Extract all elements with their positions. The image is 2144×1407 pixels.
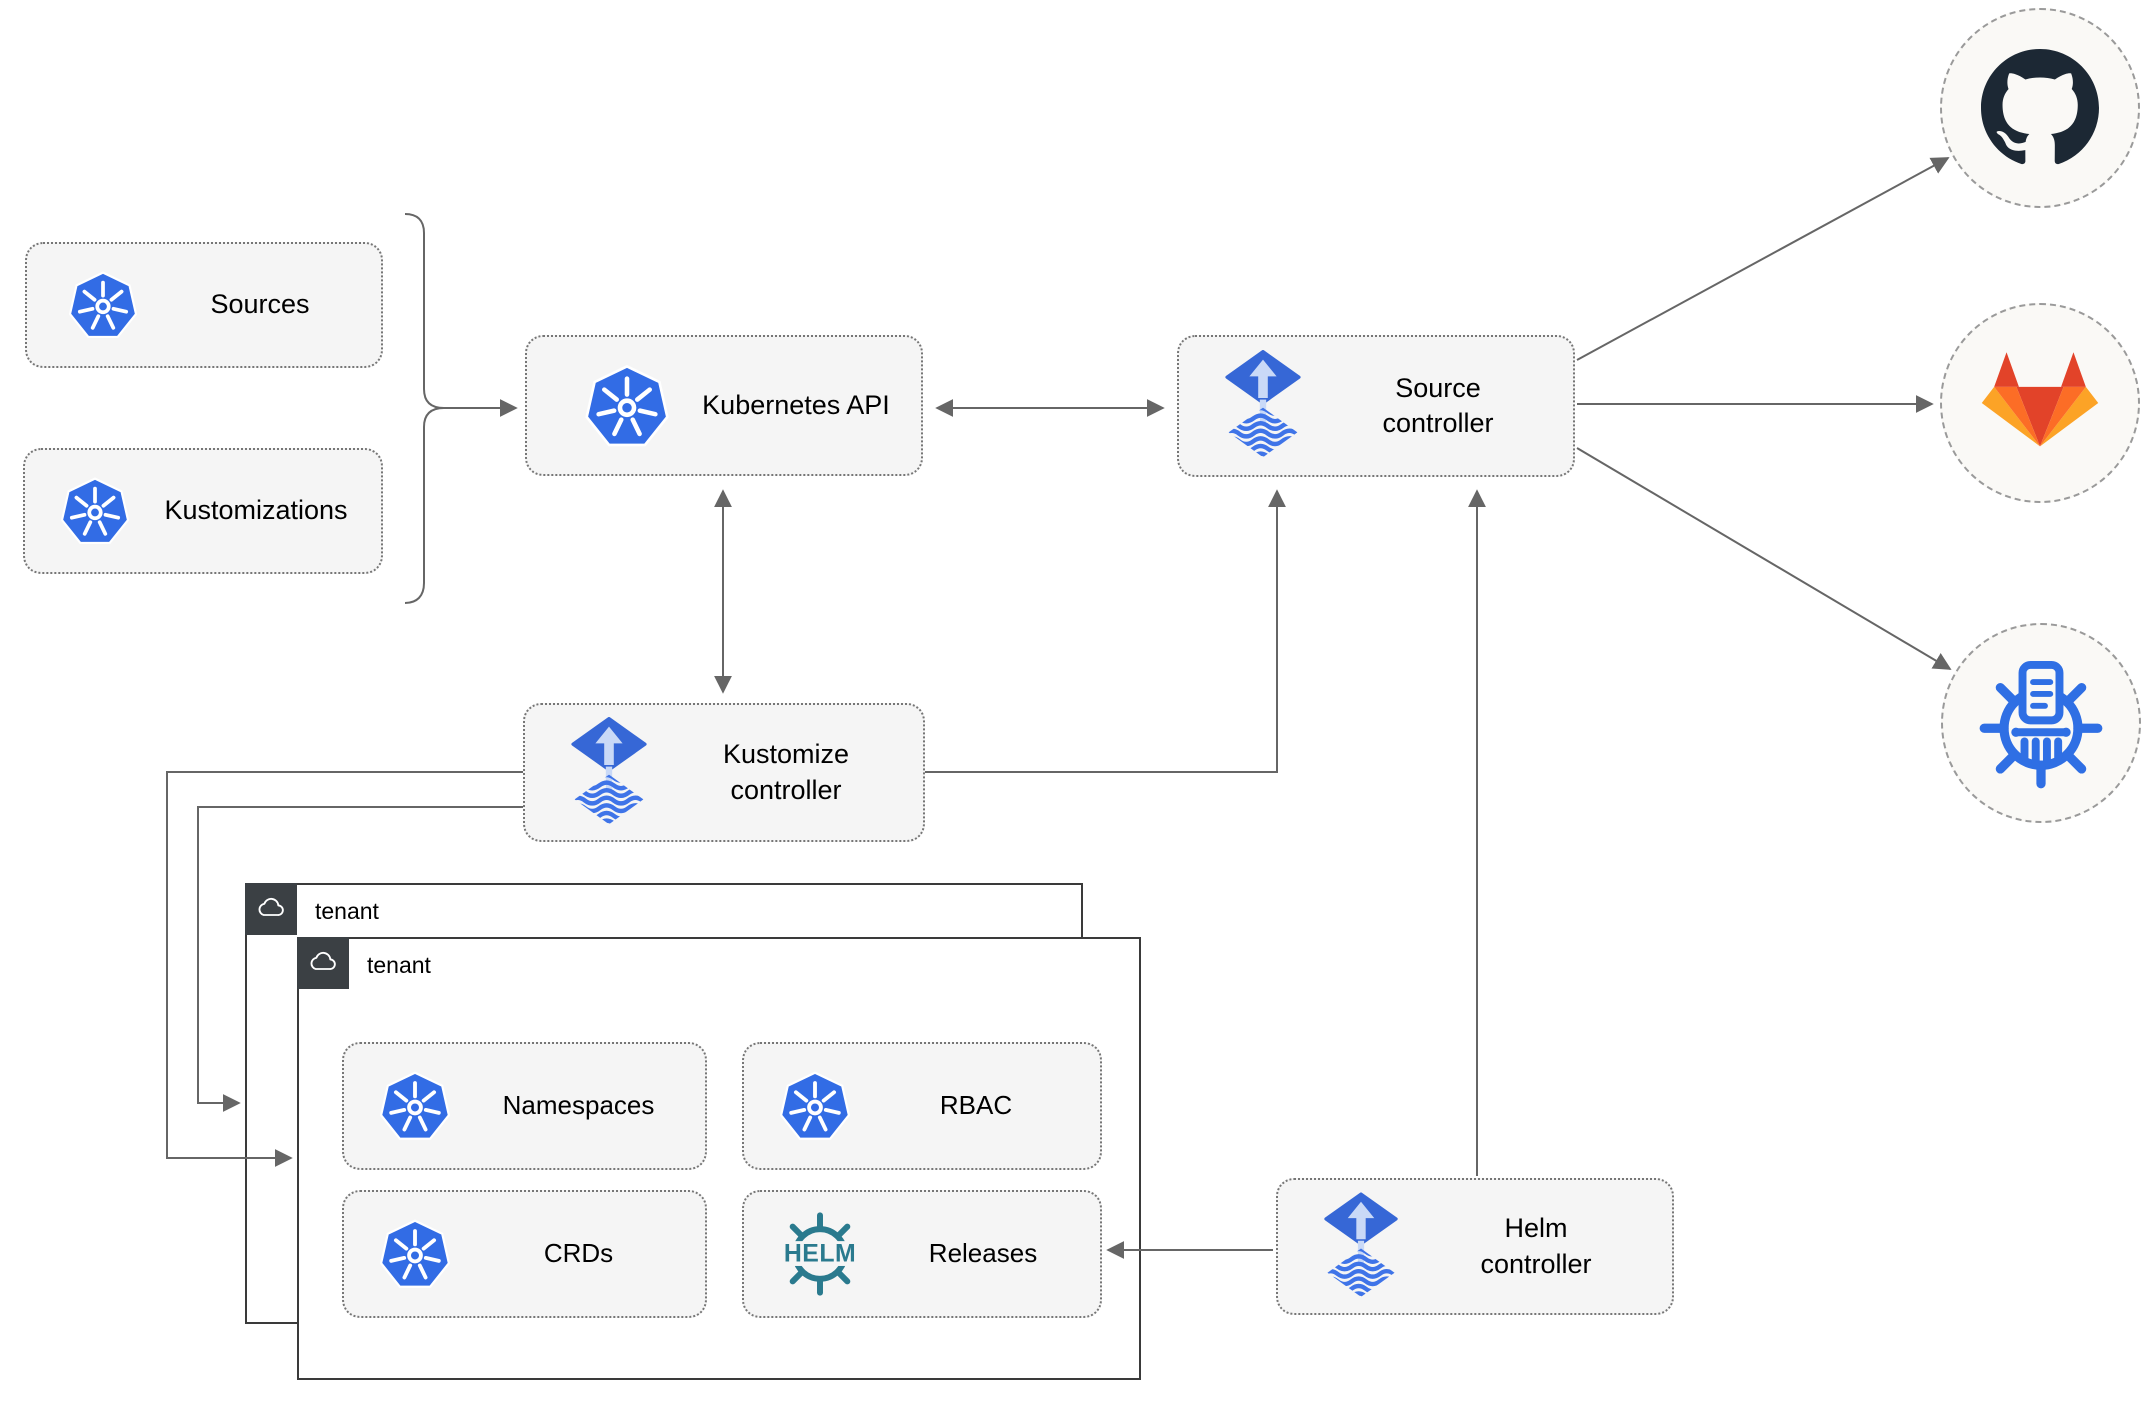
- helm-controller-label: Helm controller: [1400, 1211, 1672, 1281]
- kustomizations-node: Kustomizations: [23, 448, 383, 574]
- sources-label: Sources: [210, 289, 310, 320]
- kubernetes-icon: [378, 1217, 452, 1291]
- kubernetes-icon: [778, 1069, 852, 1143]
- helm-controller-line1: Helm: [1504, 1213, 1568, 1244]
- helm-chart-repository-endpoint: [1941, 623, 2141, 823]
- kustomize-controller-node: Kustomize controller: [523, 703, 925, 842]
- kubernetes-icon: [378, 1069, 452, 1143]
- tenant-inner-label: tenant: [367, 952, 431, 978]
- helm-icon: HELM: [774, 1208, 866, 1300]
- tenant-outer-label: tenant: [315, 898, 379, 924]
- group-brace: [404, 213, 445, 604]
- arrow-source-to-github: [1576, 157, 1950, 361]
- helm-controller-line2: controller: [1480, 1248, 1592, 1279]
- helm-controller-node: Helm controller: [1276, 1178, 1674, 1315]
- gitlab-endpoint: [1940, 303, 2140, 503]
- kubernetes-icon: [583, 362, 671, 450]
- source-controller-line1: Source: [1395, 372, 1481, 403]
- namespaces-node: Namespaces: [342, 1042, 707, 1170]
- github-endpoint: [1940, 8, 2140, 208]
- crds-node: CRDs: [342, 1190, 707, 1318]
- flux-icon: [1322, 1192, 1400, 1302]
- github-icon: [1981, 49, 2099, 165]
- kustomizations-label: Kustomizations: [164, 495, 348, 526]
- cloud-icon: [245, 883, 297, 935]
- gitlab-icon: [1981, 352, 2099, 447]
- kubernetes-api-label: Kubernetes API: [702, 389, 890, 420]
- flux-icon: [569, 717, 649, 829]
- kubernetes-api-node: Kubernetes API: [525, 335, 923, 476]
- kubernetes-icon: [59, 475, 131, 547]
- tenant-inner-box: tenant Namespaces RBAC CRDs: [297, 937, 1141, 1380]
- sources-node: Sources: [25, 242, 383, 368]
- source-controller-label: Source controller: [1303, 371, 1573, 441]
- namespaces-label: Namespaces: [502, 1090, 655, 1121]
- arrow-source-to-helm-repository: [1576, 447, 1952, 670]
- crds-label: CRDs: [543, 1238, 614, 1269]
- arrow-kustomize-to-source: [925, 489, 1286, 773]
- flux-icon: [1223, 350, 1303, 462]
- rbac-label: RBAC: [939, 1090, 1013, 1121]
- releases-label: Releases: [928, 1238, 1038, 1269]
- cloud-icon: [297, 937, 349, 989]
- kustomize-controller-line2: controller: [730, 774, 842, 805]
- helm-chart-repository-icon: [1979, 660, 2103, 789]
- source-controller-node: Source controller: [1177, 335, 1575, 477]
- rbac-node: RBAC: [742, 1042, 1102, 1170]
- kustomize-controller-label: Kustomize controller: [649, 737, 923, 807]
- kustomize-controller-line1: Kustomize: [722, 739, 850, 770]
- releases-node: HELM Releases: [742, 1190, 1102, 1318]
- kubernetes-icon: [67, 269, 139, 341]
- helm-wordmark: HELM: [784, 1240, 856, 1267]
- source-controller-line2: controller: [1382, 408, 1494, 438]
